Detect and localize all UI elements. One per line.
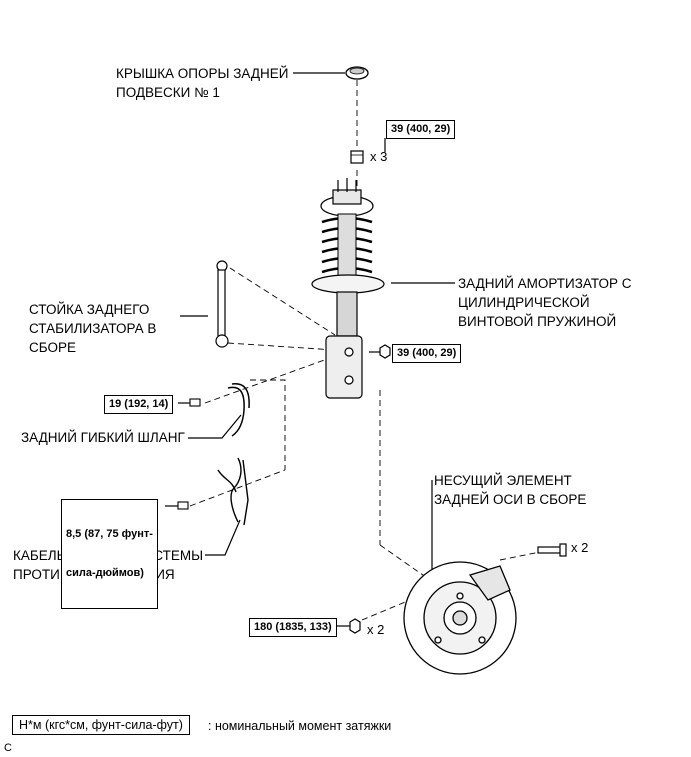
legend-unit-box: Н*м (кгс*см, фунт-сила-фут) — [12, 715, 190, 735]
carrier-label-1: НЕСУЩИЙ ЭЛЕМЕНТ — [434, 473, 572, 488]
knuckle-nut-shape — [349, 618, 361, 634]
cap-label-2: ПОДВЕСКИ № 1 — [116, 85, 220, 100]
torque-top-nut: 39 (400, 29) — [386, 120, 456, 139]
shock-absorber-shape — [311, 178, 385, 399]
torque-sensor-bolt: 8,5 (87, 75 фунт- сила-дюймов) — [61, 499, 158, 609]
link-nut-shape — [379, 344, 391, 359]
multiplier-bolt: x 2 — [571, 540, 589, 555]
axle-carrier-shape — [403, 561, 517, 675]
carrier-label-2: ЗАДНЕЙ ОСИ В СБОРЕ — [434, 492, 587, 507]
torque-link-nut: 39 (400, 29) — [392, 344, 462, 363]
link-label-2: СТАБИЛИЗАТОРА В — [29, 321, 157, 336]
corner-mark: C — [4, 742, 12, 754]
multiplier-nut: x 2 — [367, 622, 385, 637]
torque-sensor-line-2: сила-дюймов) — [66, 567, 144, 579]
leader-cable — [205, 519, 241, 556]
legend-description: : номинальный момент затяжки — [208, 719, 392, 733]
link-label-3: СБОРЕ — [29, 340, 76, 355]
torque-knuckle-nut: 180 (1835, 133) — [249, 618, 337, 637]
flexible-hose-shape — [189, 383, 250, 437]
assembly-lines — [189, 80, 541, 621]
leader-hose — [188, 414, 242, 439]
torque-sensor-line-1: 8,5 (87, 75 фунт- — [66, 528, 153, 540]
bolt-shape — [537, 543, 567, 557]
shock-label-3: ВИНТОВОЙ ПРУЖИНОЙ — [458, 314, 617, 329]
shock-label-2: ЦИЛИНДРИЧЕСКОЙ — [458, 295, 590, 310]
top-nut-shape — [350, 150, 364, 164]
hose-label: ЗАДНИЙ ГИБКИЙ ШЛАНГ — [21, 430, 185, 445]
torque-hose-bolt: 19 (192, 14) — [104, 395, 174, 414]
cap-label-1: КРЫШКА ОПОРЫ ЗАДНЕЙ — [116, 66, 289, 81]
support-cap-shape — [345, 66, 369, 80]
link-label-1: СТОЙКА ЗАДНЕГО — [29, 302, 150, 317]
stabilizer-link-shape — [215, 260, 229, 348]
multiplier-top-nut: x 3 — [370, 149, 388, 164]
sensor-cable-shape — [177, 457, 249, 526]
shock-label-1: ЗАДНИЙ АМОРТИЗАТОР С — [458, 276, 632, 291]
